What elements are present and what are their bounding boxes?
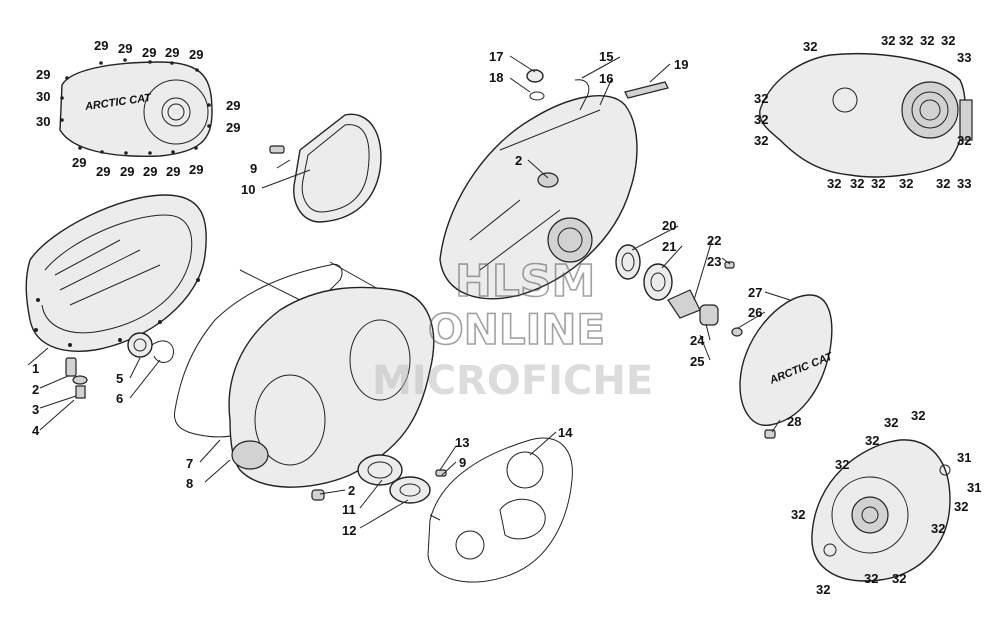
- callout-label: 2: [348, 483, 355, 498]
- callout-label: 22: [707, 233, 721, 248]
- callout-label: 32: [936, 176, 950, 191]
- callout-label: 32: [754, 91, 768, 106]
- callout-label: 25: [690, 354, 704, 369]
- callout-label: 16: [599, 71, 613, 86]
- callout-label: 29: [142, 45, 156, 60]
- bearing-set: [615, 244, 743, 337]
- watermark: HLSM ONLINE MICROFICHE: [372, 255, 653, 404]
- callout-label: 11: [342, 502, 356, 517]
- callout-label: 3: [32, 402, 39, 417]
- right-cover-gasket: [427, 437, 573, 583]
- callout-label: 29: [118, 41, 132, 56]
- callout-label: 31: [957, 450, 971, 465]
- callout-label: 27: [748, 285, 762, 300]
- callout-label: 29: [226, 98, 240, 113]
- callout-label: 32: [899, 176, 913, 191]
- callouts: 29 29 29 29 29 29 30 30 29 29 29 29 29 2…: [32, 33, 981, 597]
- callout-label: 12: [342, 523, 356, 538]
- drive-cover: ARCTIC CAT: [739, 294, 835, 439]
- callout-label: 24: [690, 333, 705, 348]
- callout-label: 26: [748, 305, 762, 320]
- callout-label: 32: [865, 433, 879, 448]
- callout-label: 32: [871, 176, 885, 191]
- callout-label: 20: [662, 218, 676, 233]
- callout-label: 32: [911, 408, 925, 423]
- inner-clutch-cover: [25, 194, 207, 399]
- callout-label: 32: [850, 176, 864, 191]
- callout-label: 7: [186, 456, 193, 471]
- callout-label: 32: [816, 582, 830, 597]
- callout-label: 32: [754, 112, 768, 127]
- watermark-line3: MICROFICHE: [372, 358, 653, 404]
- callout-label: 14: [558, 425, 573, 440]
- callout-label: 32: [864, 571, 878, 586]
- callout-label: 29: [226, 120, 240, 135]
- callout-label: 29: [165, 45, 179, 60]
- callout-label: 2: [32, 382, 39, 397]
- callout-label: 33: [957, 176, 971, 191]
- callout-label: 32: [941, 33, 955, 48]
- callout-label: 29: [94, 38, 108, 53]
- bottom-right-cover: [811, 439, 951, 582]
- callout-label: 19: [674, 57, 688, 72]
- callout-label: 32: [803, 39, 817, 54]
- callout-label: 31: [967, 480, 981, 495]
- callout-label: 30: [36, 89, 50, 104]
- callout-label: 18: [489, 70, 503, 85]
- callout-label: 29: [36, 67, 50, 82]
- watermark-line2: ONLINE: [428, 305, 605, 354]
- callout-label: 29: [143, 164, 157, 179]
- callout-label: 17: [489, 49, 503, 64]
- callout-label: 32: [931, 521, 945, 536]
- leader-lines: [27, 55, 791, 529]
- callout-label: 33: [957, 50, 971, 65]
- callout-label: 8: [186, 476, 193, 491]
- crankcase: [228, 286, 447, 504]
- callout-label: 5: [116, 371, 123, 386]
- clutch-cover-gasket: [269, 113, 382, 223]
- callout-label: 28: [787, 414, 801, 429]
- callout-label: 4: [32, 423, 40, 438]
- callout-label: 32: [954, 499, 968, 514]
- callout-label: 6: [116, 391, 123, 406]
- callout-label: 15: [599, 49, 613, 64]
- callout-label: 32: [881, 33, 895, 48]
- callout-label: 32: [827, 176, 841, 191]
- callout-label: 10: [241, 182, 255, 197]
- callout-label: 29: [189, 47, 203, 62]
- top-right-case: [759, 53, 973, 178]
- callout-label: 32: [920, 33, 934, 48]
- callout-label: 29: [166, 164, 180, 179]
- callout-label: 32: [892, 571, 906, 586]
- callout-label: 32: [754, 133, 768, 148]
- callout-label: 32: [791, 507, 805, 522]
- callout-label: 9: [250, 161, 257, 176]
- callout-label: 32: [899, 33, 913, 48]
- callout-label: 2: [515, 153, 522, 168]
- callout-label: 21: [662, 239, 676, 254]
- callout-label: 29: [96, 164, 110, 179]
- callout-label: 29: [72, 155, 86, 170]
- callout-label: 9: [459, 455, 466, 470]
- callout-label: 32: [957, 133, 971, 148]
- callout-label: 1: [32, 361, 39, 376]
- outer-clutch-cover: ARCTIC CAT: [59, 58, 213, 157]
- callout-label: 32: [835, 457, 849, 472]
- callout-label: 30: [36, 114, 50, 129]
- callout-label: 29: [120, 164, 134, 179]
- callout-label: 29: [189, 162, 203, 177]
- callout-label: 23: [707, 254, 721, 269]
- callout-label: 13: [455, 435, 469, 450]
- right-case-cover: [439, 69, 669, 300]
- watermark-line1: HLSM: [455, 256, 595, 307]
- callout-label: 32: [884, 415, 898, 430]
